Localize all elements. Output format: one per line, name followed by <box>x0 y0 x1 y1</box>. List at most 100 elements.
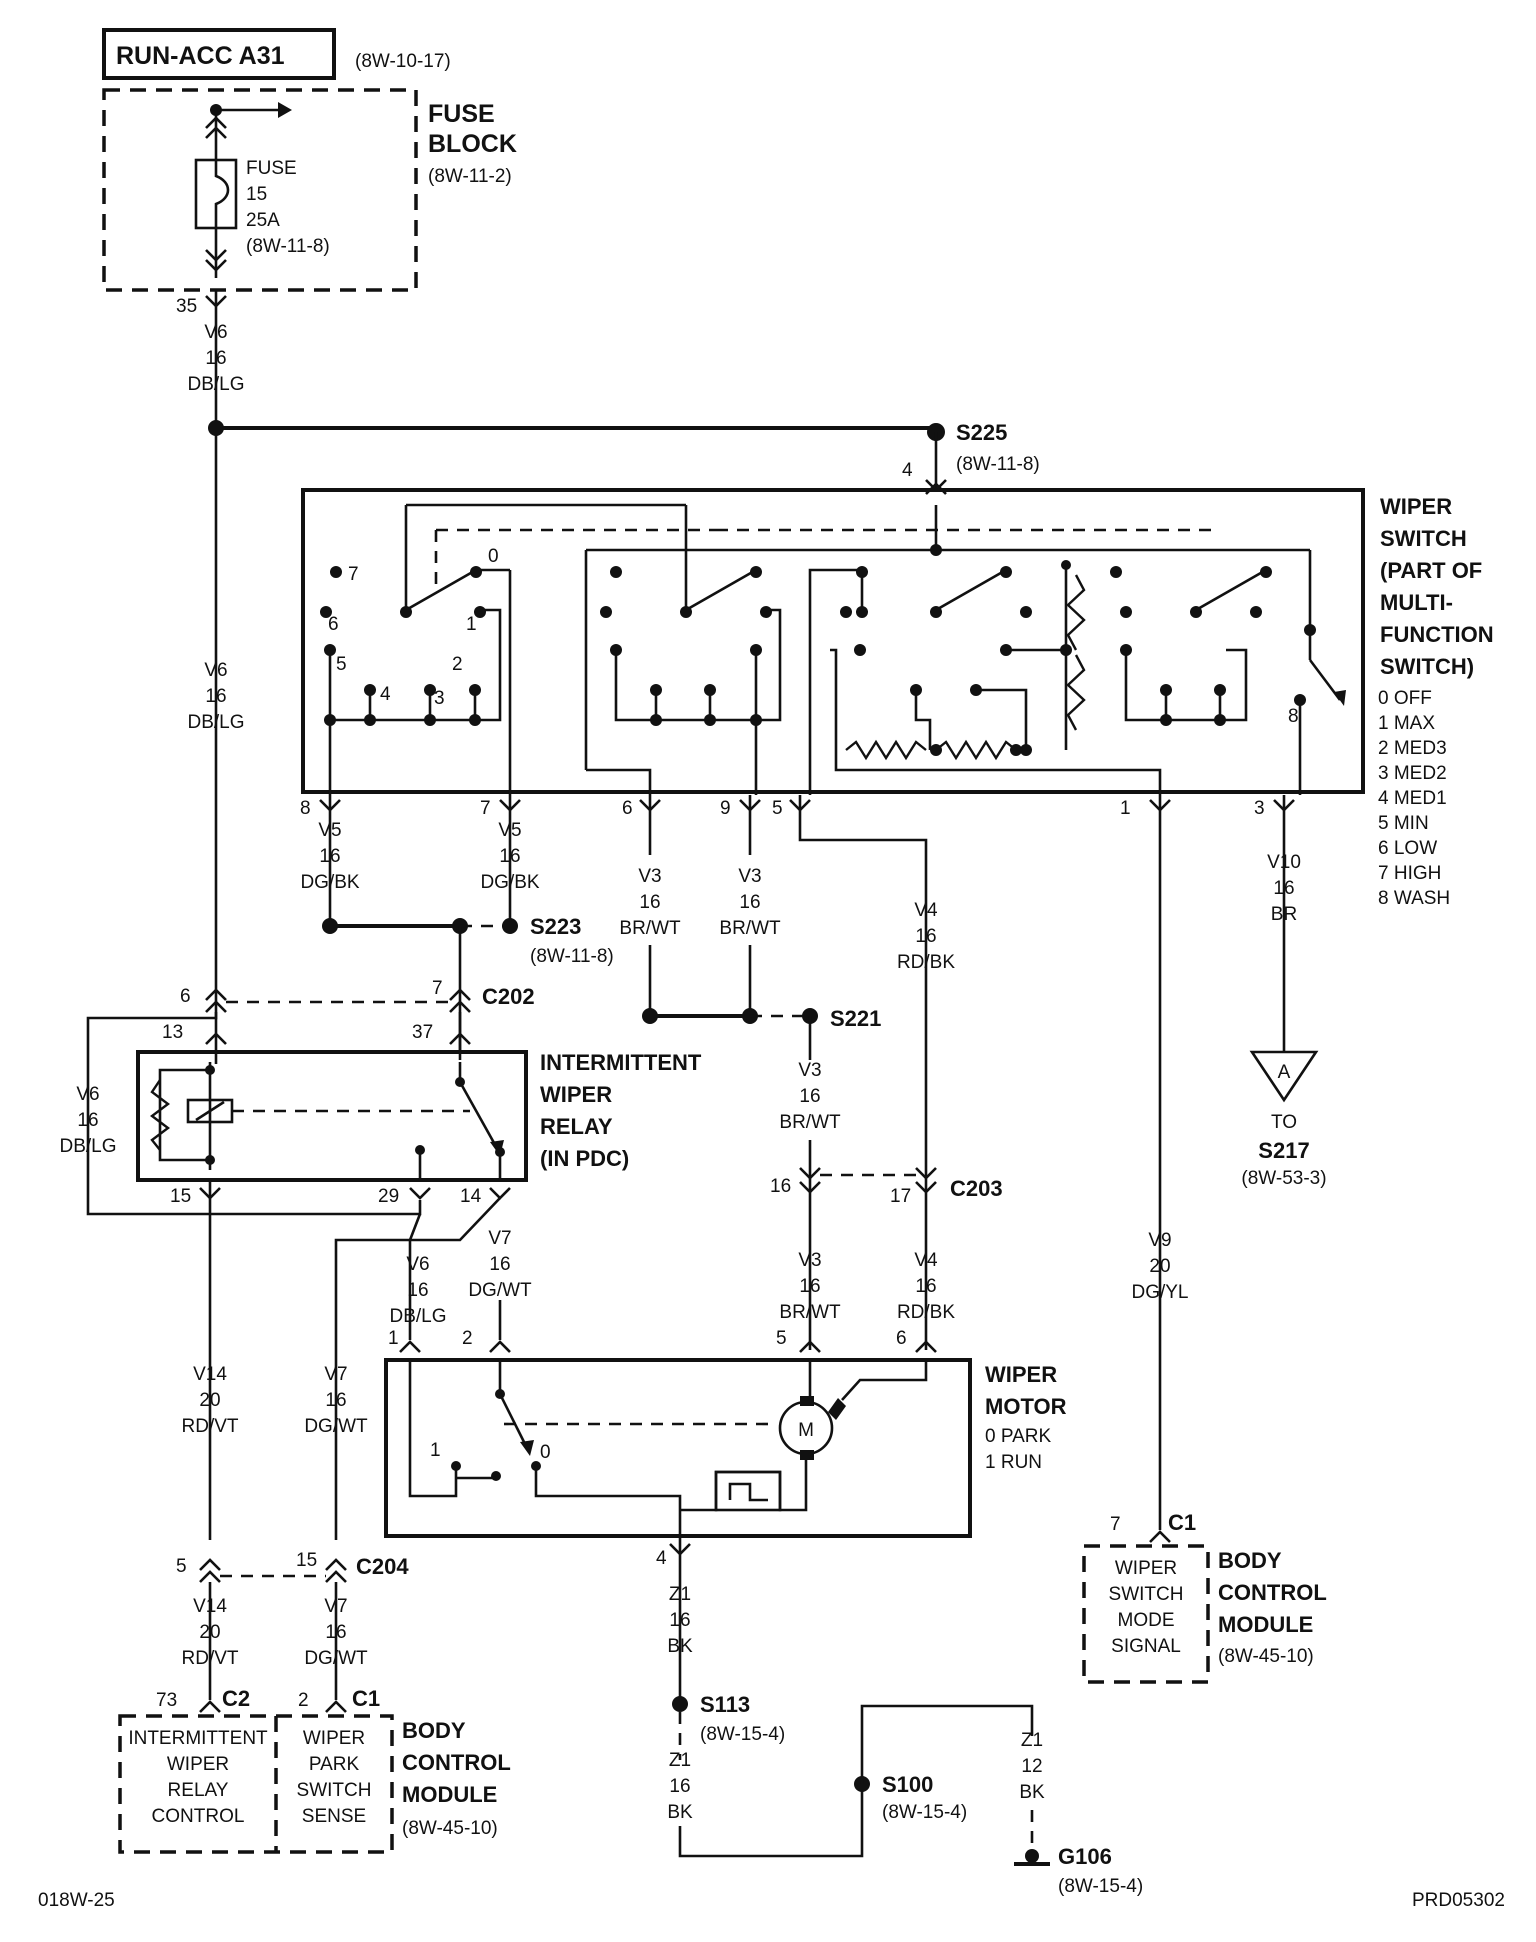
svg-text:CONTROL: CONTROL <box>402 1750 511 1775</box>
wiper-switch: WIPER SWITCH (PART OF MULTI- FUNCTION SW… <box>301 488 1494 909</box>
svg-text:0: 0 <box>488 546 499 567</box>
svg-text:TO: TO <box>1271 1112 1297 1133</box>
svg-text:3 MED2: 3 MED2 <box>1378 763 1447 784</box>
wire-label-v14-b: V14 20 RD/VT <box>182 1596 239 1669</box>
svg-text:(8W-45-10): (8W-45-10) <box>402 1818 498 1839</box>
svg-text:16: 16 <box>77 1110 98 1131</box>
wire-label-v3-a: V3 16 BR/WT <box>619 866 681 939</box>
svg-text:16: 16 <box>915 926 936 947</box>
wiper-switch-title-1: WIPER <box>1380 494 1452 519</box>
svg-text:DG/WT: DG/WT <box>304 1648 368 1669</box>
svg-text:16: 16 <box>770 1176 791 1197</box>
svg-text:BR/WT: BR/WT <box>779 1112 841 1133</box>
svg-text:7: 7 <box>432 978 443 999</box>
connector-c2: C2 <box>222 1686 250 1711</box>
wire-label-v7-a: V7 16 DG/WT <box>468 1228 532 1301</box>
body-control-module-left: INTERMITTENT WIPER RELAY CONTROL WIPER P… <box>118 1714 511 1854</box>
svg-text:1: 1 <box>466 614 477 635</box>
svg-text:BR/WT: BR/WT <box>779 1302 841 1323</box>
svg-text:CONTROL: CONTROL <box>152 1806 245 1827</box>
svg-text:C203: C203 <box>950 1176 1003 1201</box>
pin-13: 13 <box>162 1022 183 1043</box>
splice-s225-name: S225 <box>956 420 1007 445</box>
pin-14: 14 <box>460 1186 482 1207</box>
svg-text:17: 17 <box>890 1186 911 1207</box>
svg-text:BK: BK <box>1019 1782 1045 1803</box>
svg-text:WIPER: WIPER <box>985 1362 1057 1387</box>
svg-text:5: 5 <box>176 1556 187 1577</box>
svg-text:M: M <box>798 1420 814 1441</box>
svg-text:PARK: PARK <box>309 1754 360 1775</box>
svg-text:BK: BK <box>667 1636 693 1657</box>
fuse-label-2: 15 <box>246 184 267 205</box>
svg-text:6: 6 <box>328 614 339 635</box>
svg-text:WIPER: WIPER <box>303 1728 365 1749</box>
wire-label-v7-b: V7 16 DG/WT <box>304 1364 368 1437</box>
svg-text:(IN PDC): (IN PDC) <box>540 1146 629 1171</box>
svg-text:G106: G106 <box>1058 1844 1112 1869</box>
svg-text:2: 2 <box>452 654 463 675</box>
fuse-block-title-1: FUSE <box>428 100 495 128</box>
fuse-block-ref: (8W-11-2) <box>428 166 512 187</box>
wire-label-v3-d: V3 16 BR/WT <box>779 1250 841 1323</box>
svg-text:8 WASH: 8 WASH <box>1378 888 1450 909</box>
svg-text:V14: V14 <box>193 1596 227 1617</box>
svg-text:16: 16 <box>799 1276 820 1297</box>
splice-s223-name: S223 <box>530 914 581 939</box>
pin-73: 73 <box>156 1690 177 1711</box>
svg-text:V4: V4 <box>914 900 938 921</box>
svg-text:12: 12 <box>1021 1756 1042 1777</box>
svg-text:(8W-15-4): (8W-15-4) <box>882 1802 967 1823</box>
svg-text:16: 16 <box>669 1610 690 1631</box>
svg-text:16: 16 <box>499 846 520 867</box>
splice-s225-ref: (8W-11-8) <box>956 454 1040 475</box>
svg-text:4: 4 <box>380 684 391 705</box>
wire-label-v9: V9 20 DG/YL <box>1131 1230 1188 1303</box>
svg-text:5 MIN: 5 MIN <box>1378 813 1429 834</box>
wire-label-v6-low: V6 16 DB/LG <box>389 1254 446 1327</box>
svg-text:BODY: BODY <box>402 1718 466 1743</box>
wire-label-v7-c: V7 16 DG/WT <box>304 1596 368 1669</box>
splice-s113 <box>672 1696 688 1712</box>
wire-label-v10: V10 16 BR <box>1267 852 1301 925</box>
wire-label-v6-top: V6 16 DB/LG <box>187 322 244 395</box>
motor-pin-2: 2 <box>462 1328 473 1349</box>
connector-c204: 5 15 C204 <box>176 1550 409 1583</box>
svg-text:16: 16 <box>915 1276 936 1297</box>
wire-label-z1-a: Z1 16 BK <box>667 1584 693 1657</box>
wire-label-v3-b: V3 16 BR/WT <box>719 866 781 939</box>
pin-29: 29 <box>378 1186 399 1207</box>
wiper-switch-modes: 0 OFF 1 MAX 2 MED3 3 MED2 4 MED1 5 MIN 6… <box>1378 688 1450 909</box>
motor-pin-1: 1 <box>388 1328 399 1349</box>
svg-text:SIGNAL: SIGNAL <box>1111 1636 1181 1657</box>
connector-c1-left: C1 <box>352 1686 380 1711</box>
wire-label-z1-b: Z1 16 BK <box>667 1750 693 1823</box>
svg-text:3: 3 <box>1254 798 1265 819</box>
splice-s223 <box>502 918 518 934</box>
svg-text:MODE: MODE <box>1118 1610 1175 1631</box>
ground-g106: G106 (8W-15-4) <box>1014 1844 1143 1897</box>
svg-text:RD/BK: RD/BK <box>897 1302 955 1323</box>
svg-text:V6: V6 <box>204 660 227 681</box>
wiper-switch-title-3: (PART OF <box>1380 558 1482 583</box>
svg-text:V3: V3 <box>638 866 661 887</box>
pin-7-c1: 7 <box>1110 1514 1121 1535</box>
svg-text:V9: V9 <box>1148 1230 1171 1251</box>
svg-text:4 MED1: 4 MED1 <box>1378 788 1447 809</box>
svg-text:V10: V10 <box>1267 852 1301 873</box>
svg-text:V3: V3 <box>738 866 761 887</box>
svg-text:16: 16 <box>205 348 226 369</box>
svg-text:5: 5 <box>772 798 783 819</box>
svg-text:20: 20 <box>199 1390 220 1411</box>
pin-37: 37 <box>412 1022 433 1043</box>
svg-text:WIPER: WIPER <box>540 1082 612 1107</box>
source-title: RUN-ACC A31 <box>116 42 285 70</box>
svg-text:BR/WT: BR/WT <box>619 918 681 939</box>
wiper-switch-title-2: SWITCH <box>1380 526 1467 551</box>
svg-text:1: 1 <box>430 1440 441 1461</box>
svg-text:V6: V6 <box>76 1084 99 1105</box>
svg-text:(8W-45-10): (8W-45-10) <box>1218 1646 1314 1667</box>
source-box: RUN-ACC A31 (8W-10-17) <box>102 28 451 80</box>
svg-text:16: 16 <box>407 1280 428 1301</box>
